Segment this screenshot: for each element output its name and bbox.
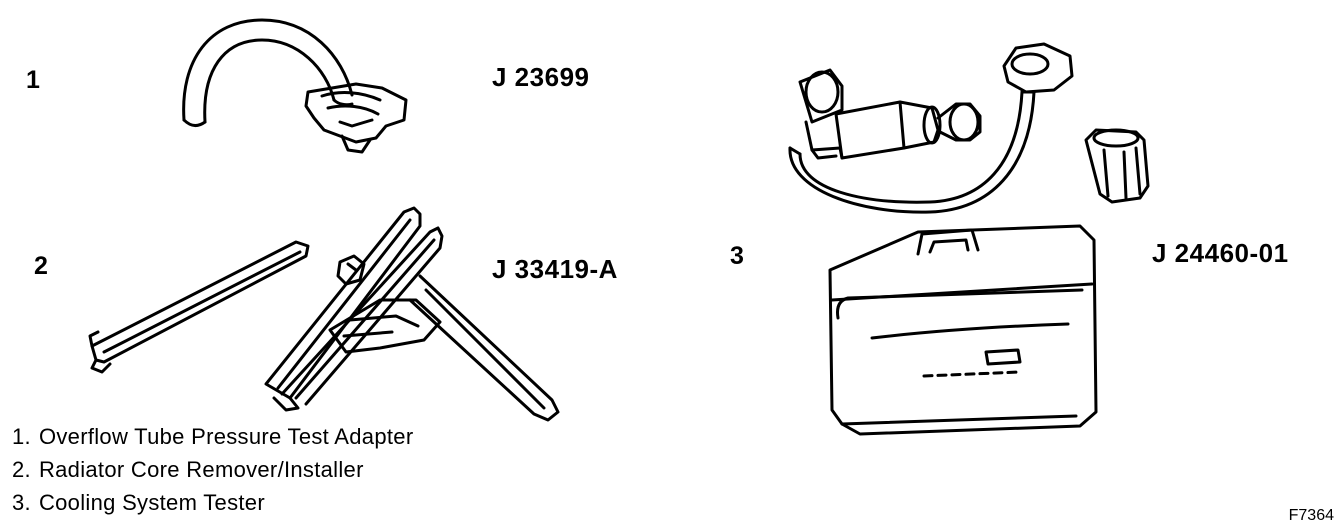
callout-3: 3 bbox=[730, 242, 744, 270]
legend-item: 1. Overflow Tube Pressure Test Adapter bbox=[12, 426, 413, 459]
legend-text: Radiator Core Remover/Installer bbox=[38, 457, 364, 482]
legend-number: 1. bbox=[12, 424, 31, 449]
legend: 1. Overflow Tube Pressure Test Adapter 2.… bbox=[12, 426, 413, 525]
legend-number: 3. bbox=[12, 490, 31, 515]
part-number-3: J 24460-01 bbox=[1152, 238, 1289, 268]
cooling-system-tester-icon bbox=[788, 42, 1150, 436]
part-number-1: J 23699 bbox=[492, 62, 590, 92]
legend-text: Cooling System Tester bbox=[38, 490, 265, 515]
overflow-tube-adapter-icon bbox=[182, 18, 408, 154]
radiator-core-tool-icon bbox=[88, 206, 560, 422]
callout-2: 2 bbox=[34, 252, 48, 280]
legend-item: 2. Radiator Core Remover/Installer bbox=[12, 459, 413, 492]
legend-text: Overflow Tube Pressure Test Adapter bbox=[38, 424, 414, 449]
legend-number: 2. bbox=[12, 457, 31, 482]
part-number-2: J 33419-A bbox=[492, 254, 618, 284]
figure-id: F7364 bbox=[1288, 507, 1334, 524]
callout-1: 1 bbox=[26, 66, 40, 94]
legend-item: 3. Cooling System Tester bbox=[12, 492, 413, 525]
